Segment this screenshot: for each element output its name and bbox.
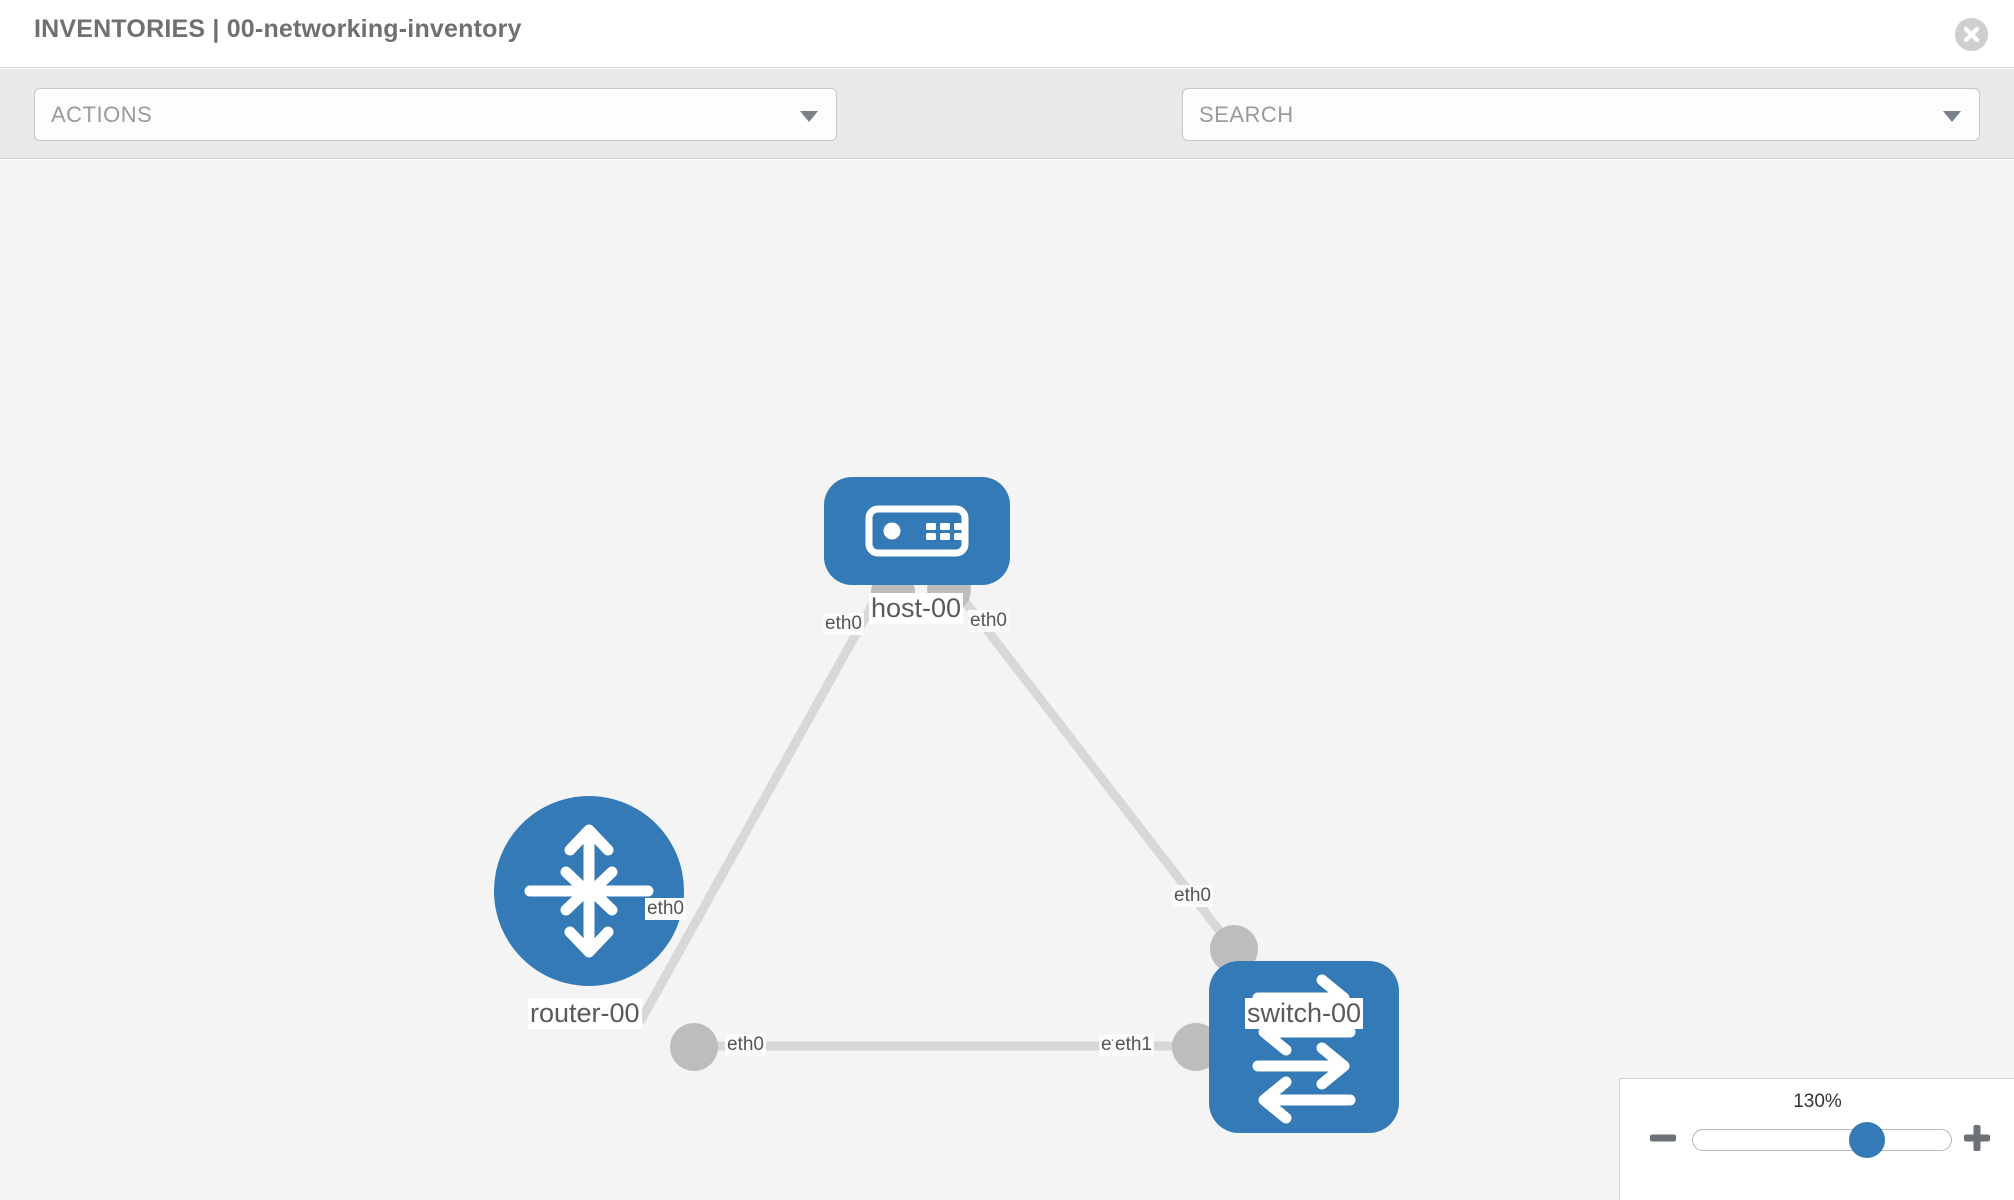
node-label-host-00: host-00 (869, 593, 964, 624)
zoom-percent-label: 130% (1793, 1091, 1842, 1112)
close-icon[interactable] (1955, 18, 1988, 51)
topology-canvas[interactable]: host-00 router-00 switch-00 eth0 eth0 et… (0, 160, 2014, 1200)
chevron-down-icon (1943, 111, 1961, 122)
edge-label-host00-switch00-source: eth0 (968, 610, 1009, 632)
zoom-out-button[interactable] (1648, 1123, 1678, 1153)
connector-router00-eth0[interactable] (670, 1023, 718, 1071)
toolbar: ACTIONS SEARCH (0, 69, 2014, 199)
edge-label-router00-switch00-source: eth0 (725, 1034, 766, 1056)
chevron-down-icon (800, 111, 818, 122)
search-input[interactable]: SEARCH (1182, 88, 1980, 141)
topology-graph (494, 477, 1399, 1133)
node-host-00[interactable] (824, 477, 1010, 585)
topology-connectors (670, 568, 1258, 1071)
edge-label-host00-switch00-target: eth0 (1172, 885, 1213, 907)
zoom-slider-track[interactable] (1692, 1129, 1952, 1151)
node-router-00[interactable] (494, 796, 684, 986)
zoom-in-button[interactable] (1962, 1123, 1992, 1153)
link-host00-router00[interactable] (636, 579, 889, 1025)
actions-dropdown[interactable]: ACTIONS (34, 88, 837, 141)
topology-links (636, 579, 1246, 1051)
edge-label-host00-router00-source: eth0 (823, 613, 864, 635)
search-placeholder: SEARCH (1199, 102, 1294, 127)
edge-label-router00-switch00-target: eth1 (1113, 1034, 1154, 1056)
connector-switch00-eth1[interactable] (1172, 1023, 1220, 1071)
zoom-control: 130% (1619, 1078, 2014, 1200)
actions-dropdown-label: ACTIONS (51, 102, 153, 127)
node-label-switch-00: switch-00 (1245, 998, 1364, 1029)
zoom-slider-thumb[interactable] (1849, 1122, 1885, 1158)
page-header: INVENTORIES | 00-networking-inventory (0, 0, 2014, 68)
node-label-router-00: router-00 (528, 998, 642, 1029)
node-switch-00[interactable] (1209, 961, 1399, 1133)
edge-label-host00-router00-target: eth0 (645, 898, 686, 920)
page-title: INVENTORIES | 00-networking-inventory (34, 15, 522, 43)
